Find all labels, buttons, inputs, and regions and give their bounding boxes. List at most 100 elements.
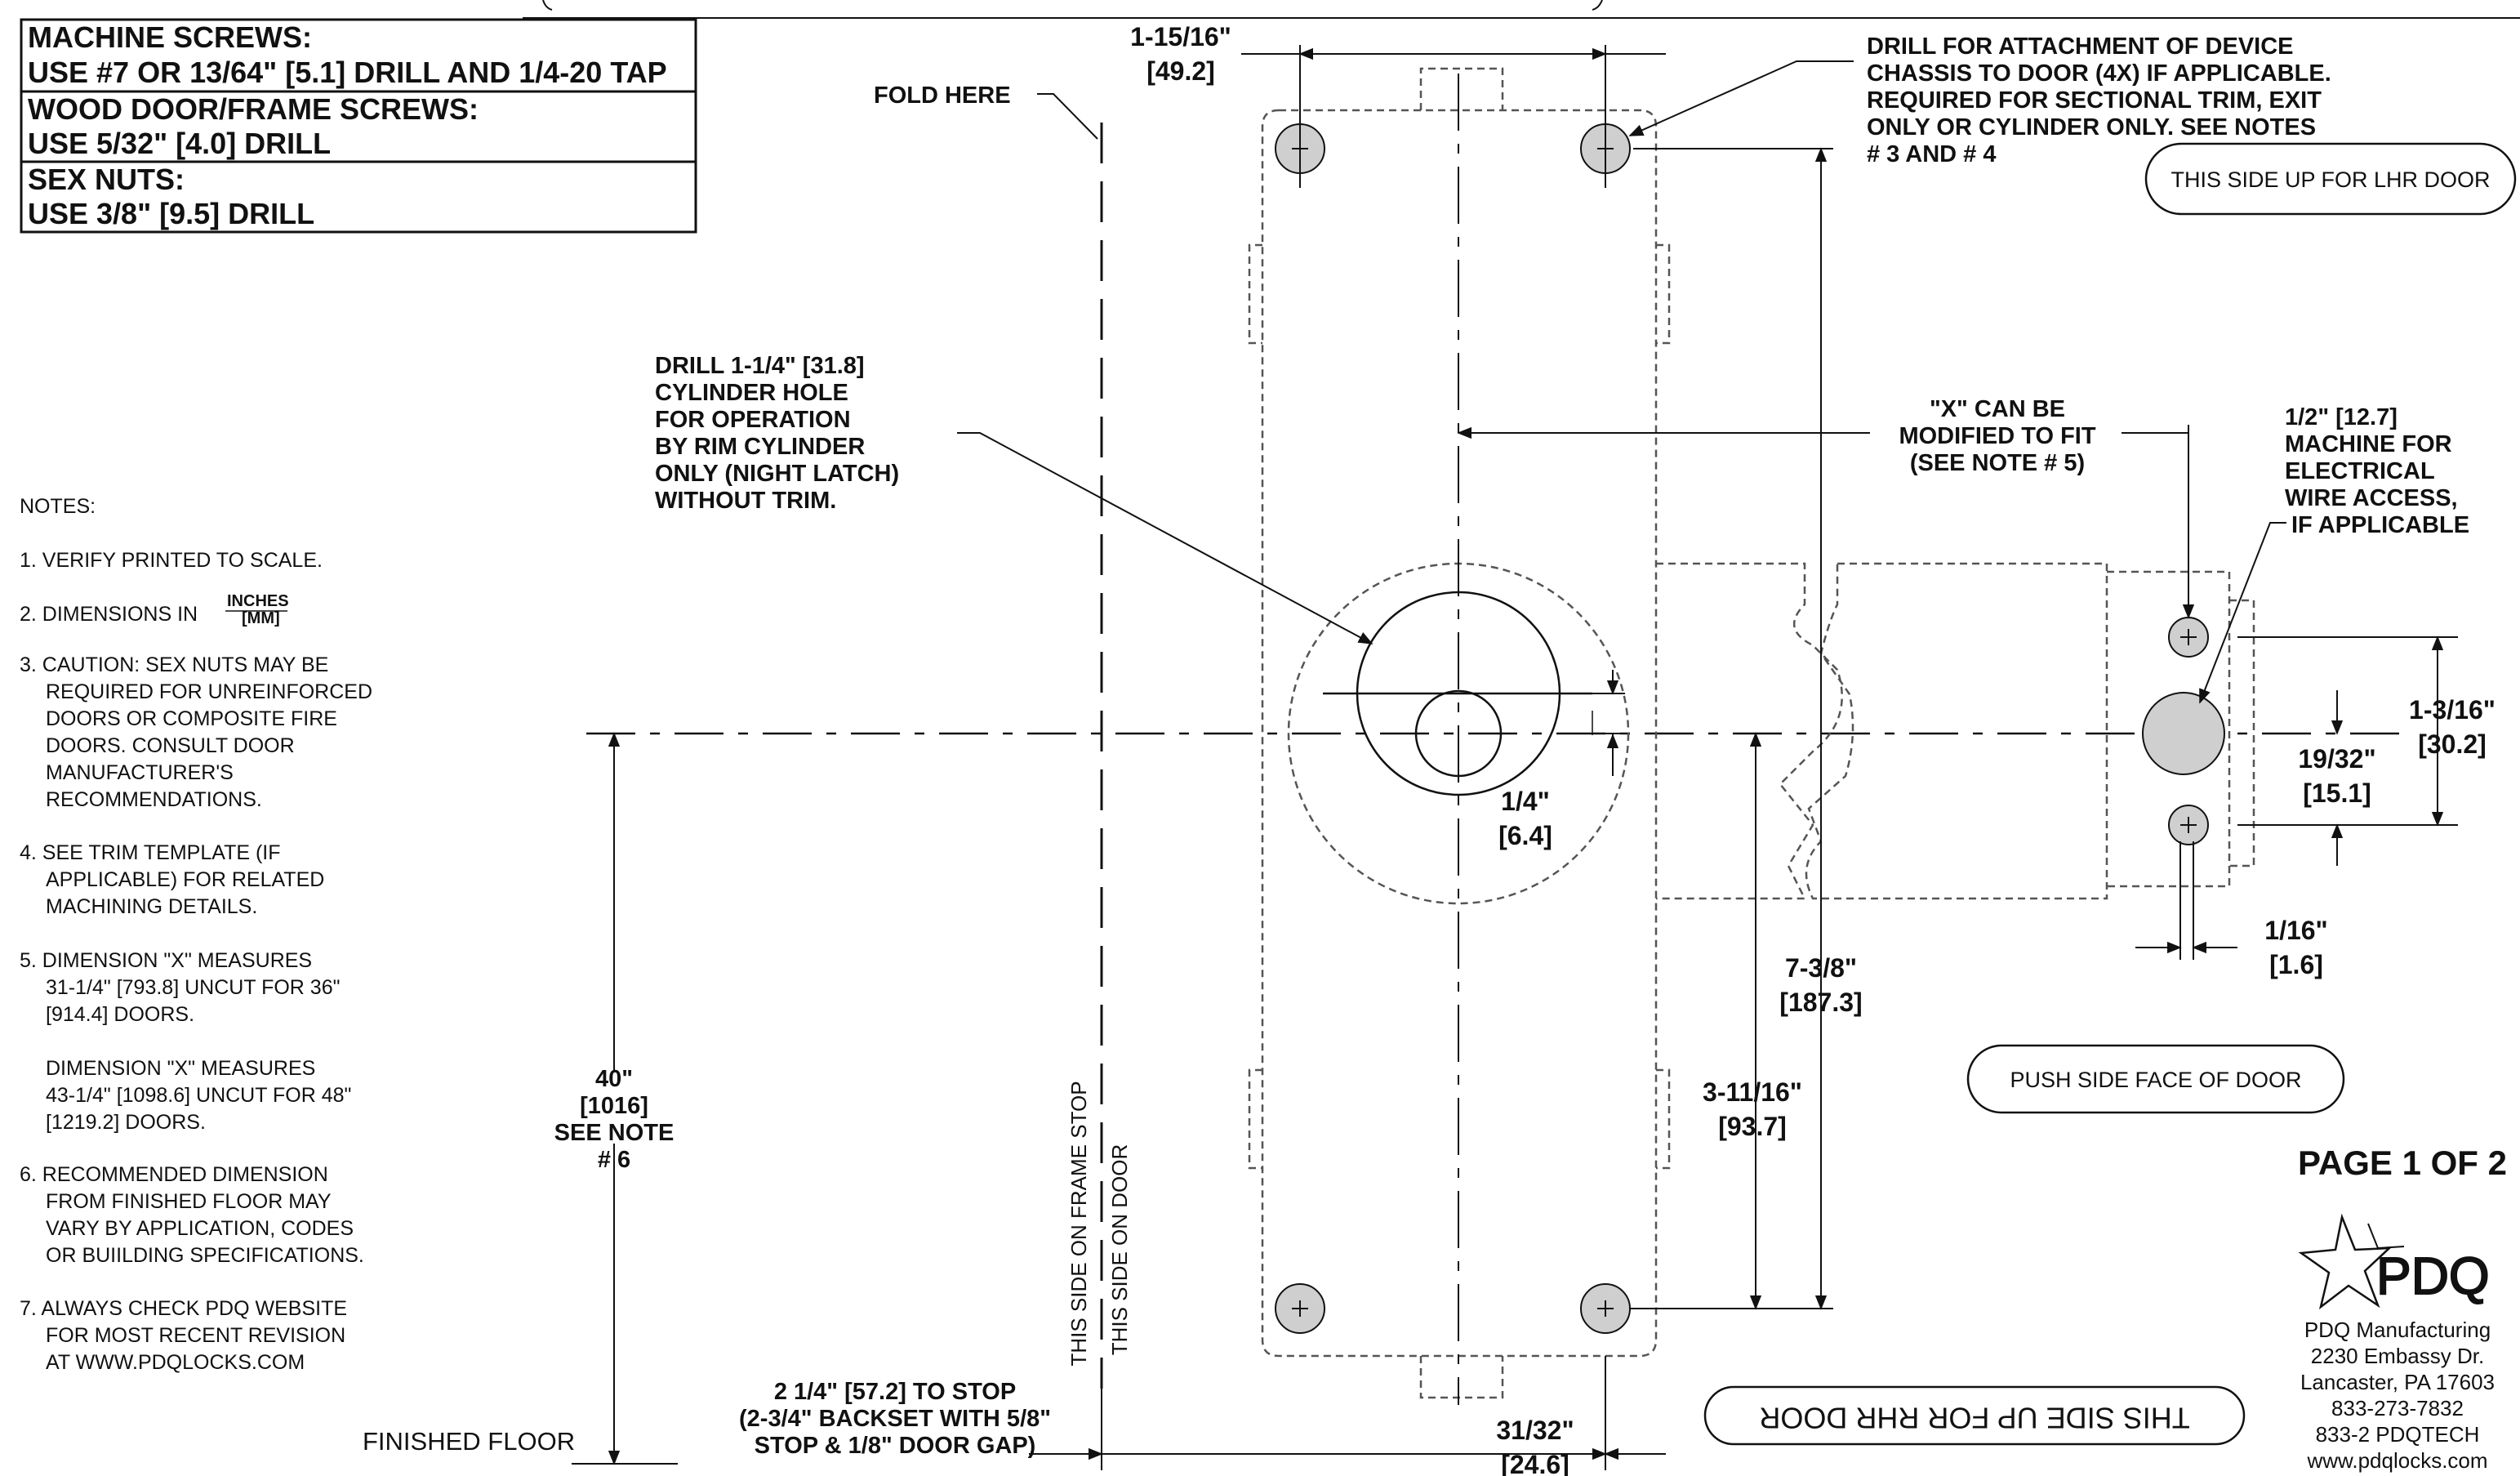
note-6-line-1: 6. RECOMMENDED DIMENSION [20,1163,328,1186]
address-line-6: www.pdqlocks.com [2306,1448,2487,1473]
dim-bottom-width-in: 31/32" [1496,1416,1574,1445]
dim-center-hole-in: 19/32" [2298,744,2375,774]
logo-text: PDQ [2376,1246,2490,1305]
drill-cylinder-line-3: FOR OPERATION [655,407,851,433]
x-modified-line-2: MODIFIED TO FIT [1899,423,2095,449]
page-indicator: PAGE 1 OF 2 [2298,1144,2507,1182]
x-modified-line-1: "X" CAN BE [1930,396,2065,422]
dim-height-short-mm: [93.7] [1718,1112,1787,1141]
note-3-line-6: RECOMMENDATIONS. [46,788,262,811]
stop-line-1: 2 1/4" [57.2] TO STOP [774,1379,1016,1405]
dim-height-long-in: 7-3/8" [1785,953,1857,983]
note-1: 1. VERIFY PRINTED TO SCALE. [20,549,323,572]
dim-floor-in: 40" [595,1066,633,1092]
note-5b-line-3: [1219.2] DOORS. [46,1111,206,1134]
top-border [523,0,2520,19]
wood-screws-heading: WOOD DOOR/FRAME SCREWS: [28,92,479,126]
lhr-door-label: THIS SIDE UP FOR LHR DOOR [2170,167,2490,192]
drill-attachment-line-3: REQUIRED FOR SECTIONAL TRIM, EXIT [1867,87,2322,114]
dim-bottom-width-mm: [24.6] [1501,1450,1569,1476]
dim-hole-spacing-in: 1-3/16" [2409,695,2496,725]
note-6-line-4: OR BUIILDING SPECIFICATIONS. [46,1244,364,1267]
note-5-line-1: 5. DIMENSION "X" MEASURES [20,949,312,972]
drill-cylinder-line-4: BY RIM CYLINDER [655,434,865,460]
wire-access-line-4: WIRE ACCESS, [2285,485,2458,511]
note-4-line-1: 4. SEE TRIM TEMPLATE (IF [20,841,281,864]
wire-access-line-1: 1/2" [12.7] [2285,404,2398,430]
sex-nuts-detail: USE 3/8" [9.5] DRILL [28,197,314,230]
drill-cylinder-line-6: WITHOUT TRIM. [655,488,836,514]
mounting-holes [1275,123,2225,1334]
dim-offset-in: 1/4" [1501,787,1550,816]
stop-line-2: (2-3/4" BACKSET WITH 5/8" [739,1406,1051,1432]
note-5-line-2: 31-1/4" [793.8] UNCUT FOR 36" [46,976,341,999]
note-6-line-2: FROM FINISHED FLOOR MAY [46,1190,332,1213]
address-line-3: Lancaster, PA 17603 [2300,1370,2495,1394]
dim-floor-mm: [1016] [580,1093,648,1119]
wire-access-line-3: ELECTRICAL [2285,458,2435,484]
drill-attachment-line-5: # 3 AND # 4 [1867,141,1997,167]
note-4-line-2: APPLICABLE) FOR RELATED [46,868,324,891]
note-5b-line-1: DIMENSION "X" MEASURES [46,1057,315,1080]
dim-small-gap-in: 1/16" [2264,916,2327,945]
pill-labels: THIS SIDE UP FOR LHR DOOR PUSH SIDE FACE… [1703,142,2517,1446]
machine-screws-heading: MACHINE SCREWS: [28,20,312,54]
note-6-line-3: VARY BY APPLICATION, CODES [46,1217,354,1240]
note-3-line-3: DOORS OR COMPOSITE FIRE [46,707,337,730]
pdq-logo: PDQ [2298,1213,2491,1310]
note-2-units-bottom: [MM] [242,609,280,627]
drill-attachment-line-2: CHASSIS TO DOOR (4X) IF APPLICABLE. [1867,60,2331,87]
fold-here-leader [1037,93,1098,140]
machine-screws-detail: USE #7 OR 13/64" [5.1] DRILL AND 1/4-20 … [28,56,667,89]
dim-hole-spacing-mm: [30.2] [2418,729,2487,759]
frame-stop-label: THIS SIDE ON FRAME STOP [1066,1081,1091,1366]
notes-block: NOTES: 1. VERIFY PRINTED TO SCALE. 2. DI… [20,495,372,1374]
address-line-4: 833-273-7832 [2331,1396,2464,1420]
address-line-1: PDQ Manufacturing [2304,1318,2491,1342]
note-3-line-1: 3. CAUTION: SEX NUTS MAY BE [20,653,328,676]
wire-access-line-5: IF APPLICABLE [2291,512,2469,538]
dim-height-long-mm: [187.3] [1779,988,1862,1017]
address-line-5: 833-2 PDQTECH [2316,1422,2480,1447]
notes-title: NOTES: [20,495,96,518]
dim-offset-mm: [6.4] [1498,821,1552,850]
drill-cylinder-line-1: DRILL 1-1/4" [31.8] [655,353,865,379]
on-door-label: THIS SIDE ON DOOR [1107,1144,1132,1356]
finished-floor-label: FINISHED FLOOR [363,1427,575,1456]
drill-attachment-line-4: ONLY OR CYLINDER ONLY. SEE NOTES [1867,114,2316,140]
dim-small-gap-mm: [1.6] [2269,950,2323,979]
dimension-labels: 1-15/16" [49.2] 1/4" [6.4] 7-3/8" [187.3… [554,22,2496,1476]
address-line-2: 2230 Embassy Dr. [2311,1344,2484,1368]
note-7-line-1: 7. ALWAYS CHECK PDQ WEBSITE [20,1297,347,1320]
note-2-units-top: INCHES [227,592,289,610]
dim-floor-note-number: # 6 [598,1147,630,1173]
fold-here-label: FOLD HERE [874,82,1011,109]
note-5-line-3: [914.4] DOORS. [46,1003,194,1026]
drill-cylinder-line-2: CYLINDER HOLE [655,380,848,406]
callouts: DRILL 1-1/4" [31.8] CYLINDER HOLE FOR OP… [655,33,2469,1459]
note-7-line-2: FOR MOST RECENT REVISION [46,1324,345,1347]
wire-access-line-2: MACHINE FOR [2285,431,2452,457]
note-3-line-4: DOORS. CONSULT DOOR [46,734,295,757]
note-7-line-3: AT WWW.PDQLOCKS.COM [46,1351,305,1374]
cylinder-hole [1323,591,1592,796]
drill-attachment-line-1: DRILL FOR ATTACHMENT OF DEVICE [1867,33,2294,60]
dim-top-width-in: 1-15/16" [1130,22,1231,51]
dim-center-hole-mm: [15.1] [2303,778,2371,808]
stop-line-3: STOP & 1/8" DOOR GAP) [755,1433,1036,1459]
screw-table: MACHINE SCREWS: USE #7 OR 13/64" [5.1] D… [20,18,697,234]
note-4-line-3: MACHINING DETAILS. [46,895,257,918]
sex-nuts-heading: SEX NUTS: [28,163,185,196]
dimension-lines [572,45,2458,1470]
dim-height-short-in: 3-11/16" [1703,1077,1802,1107]
rhr-door-label: THIS SIDE UP FOR RHR DOOR [1759,1401,2189,1434]
wood-screws-detail: USE 5/32" [4.0] DRILL [28,127,331,160]
drill-cylinder-line-5: ONLY (NIGHT LATCH) [655,461,899,487]
dim-top-width-mm: [49.2] [1146,56,1215,86]
note-3-line-2: REQUIRED FOR UNREINFORCED [46,680,372,703]
note-5b-line-2: 43-1/4" [1098.6] UNCUT FOR 48" [46,1084,351,1107]
company-address: PDQ Manufacturing 2230 Embassy Dr. Lanca… [2300,1318,2495,1473]
note-2: 2. DIMENSIONS IN [20,603,198,626]
note-3-line-5: MANUFACTURER'S [46,761,234,784]
dim-floor-see-note: SEE NOTE [554,1120,675,1146]
